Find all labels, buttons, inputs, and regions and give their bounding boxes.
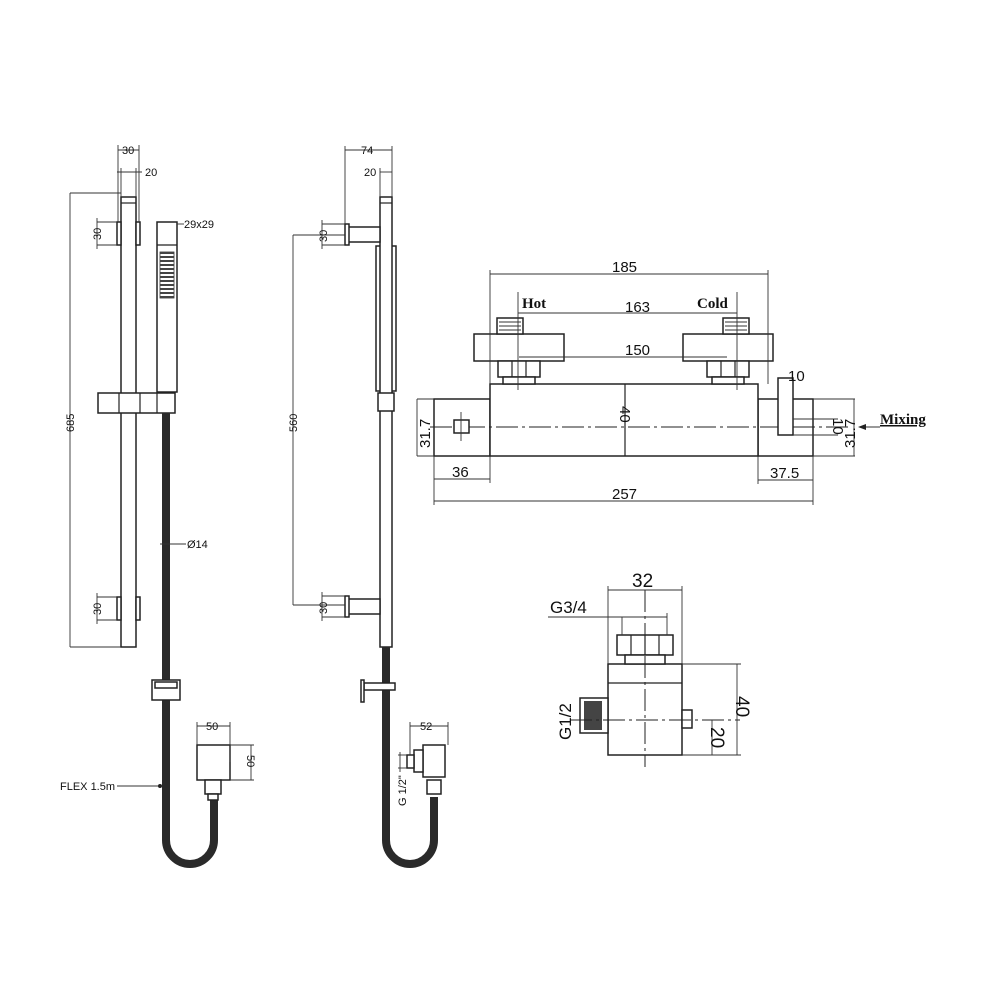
middle-outlet-nut — [426, 779, 442, 795]
cold-inlet-nut — [706, 360, 750, 378]
slider — [97, 392, 176, 414]
valve-nub — [681, 709, 693, 729]
dim-overall-inlets: 185 — [612, 259, 637, 276]
middle-hose — [382, 647, 438, 868]
hose-diameter: Ø14 — [187, 539, 208, 551]
slider-side — [377, 392, 395, 412]
thread-fill — [584, 701, 602, 730]
dim-outlet-width: 10 — [788, 368, 805, 385]
cold-label: Cold — [697, 296, 729, 312]
mixing-label: Mixing — [880, 412, 926, 428]
hot-inlet-housing — [473, 333, 565, 362]
top-thread: G3/4 — [550, 598, 587, 617]
dim-inner: 150 — [625, 342, 650, 359]
mixing-outlet — [777, 377, 794, 436]
middle-wall-outlet — [422, 744, 446, 778]
side-thread-label: G1/2 — [556, 703, 575, 740]
dim-bracket-bottom: 30 — [92, 603, 104, 615]
dim-projection: 74 — [361, 145, 373, 157]
dim-bracket-top-side: 30 — [318, 230, 330, 242]
flex-label: FLEX 1.5m — [60, 781, 115, 793]
left-hose — [162, 413, 218, 868]
hose-hook — [363, 682, 396, 691]
valve-dim-height: 40 — [731, 696, 752, 717]
bracket-arm-bottom — [347, 598, 381, 615]
left-wall-outlet — [196, 744, 231, 781]
dim-body-height: 40 — [616, 406, 633, 423]
valve-dim-outlet-height: 20 — [706, 727, 727, 748]
elbow-valve: 32 G3/4 G1/2 40 20 — [548, 571, 752, 767]
dim-bracket-spacing: 560 — [288, 414, 300, 432]
middle-view-side-profile: 74 20 560 30 30 52 G 1/2" — [288, 145, 449, 868]
dim-overall-length: 257 — [612, 486, 637, 503]
dim-rail-width: 20 — [145, 167, 157, 179]
left-outlet-square — [453, 419, 470, 434]
valve-body — [489, 383, 759, 457]
left-view-shower-rail: 30 20 685 30 30 29x29 Ø14 — [60, 145, 256, 868]
dim-outlet-height: 10 — [829, 418, 846, 435]
valve-dim-width: 32 — [632, 571, 653, 592]
handset-nozzles — [159, 251, 175, 299]
hot-label: Hot — [522, 296, 546, 312]
left-bracket-bottom — [116, 596, 122, 621]
dim-top-width: 30 — [122, 145, 134, 157]
left-rail — [120, 196, 137, 648]
dim-rail-width-side: 20 — [364, 167, 376, 179]
middle-rail — [379, 196, 393, 648]
left-outlet-nut — [204, 779, 222, 795]
dim-left-height: 31.7 — [417, 419, 434, 448]
handset-size: 29x29 — [184, 219, 214, 231]
outlet-width: 50 — [206, 721, 218, 733]
hot-inlet-nut — [497, 360, 541, 378]
dim-bracket-top: 30 — [92, 228, 104, 240]
outlet-depth: 52 — [420, 721, 432, 733]
dim-height: 685 — [65, 414, 77, 432]
dim-inlet-centres: 163 — [625, 299, 650, 316]
dim-bracket-bottom-side: 30 — [318, 602, 330, 614]
outlet-thread: G 1/2" — [397, 775, 409, 806]
outlet-height: 50 — [244, 755, 256, 767]
dim-right-cap: 37.5 — [770, 465, 799, 482]
handset — [156, 221, 178, 393]
left-bracket-top — [116, 221, 122, 246]
dim-left-cap: 36 — [452, 464, 469, 481]
dim-right-height: 31.7 — [842, 419, 859, 448]
bracket-arm-top — [347, 226, 381, 243]
thermostat-bar-valve: 10 10 185 163 Hot Cold 150 40 31.7 31.7 … — [416, 259, 926, 505]
leader-dot — [158, 784, 162, 788]
